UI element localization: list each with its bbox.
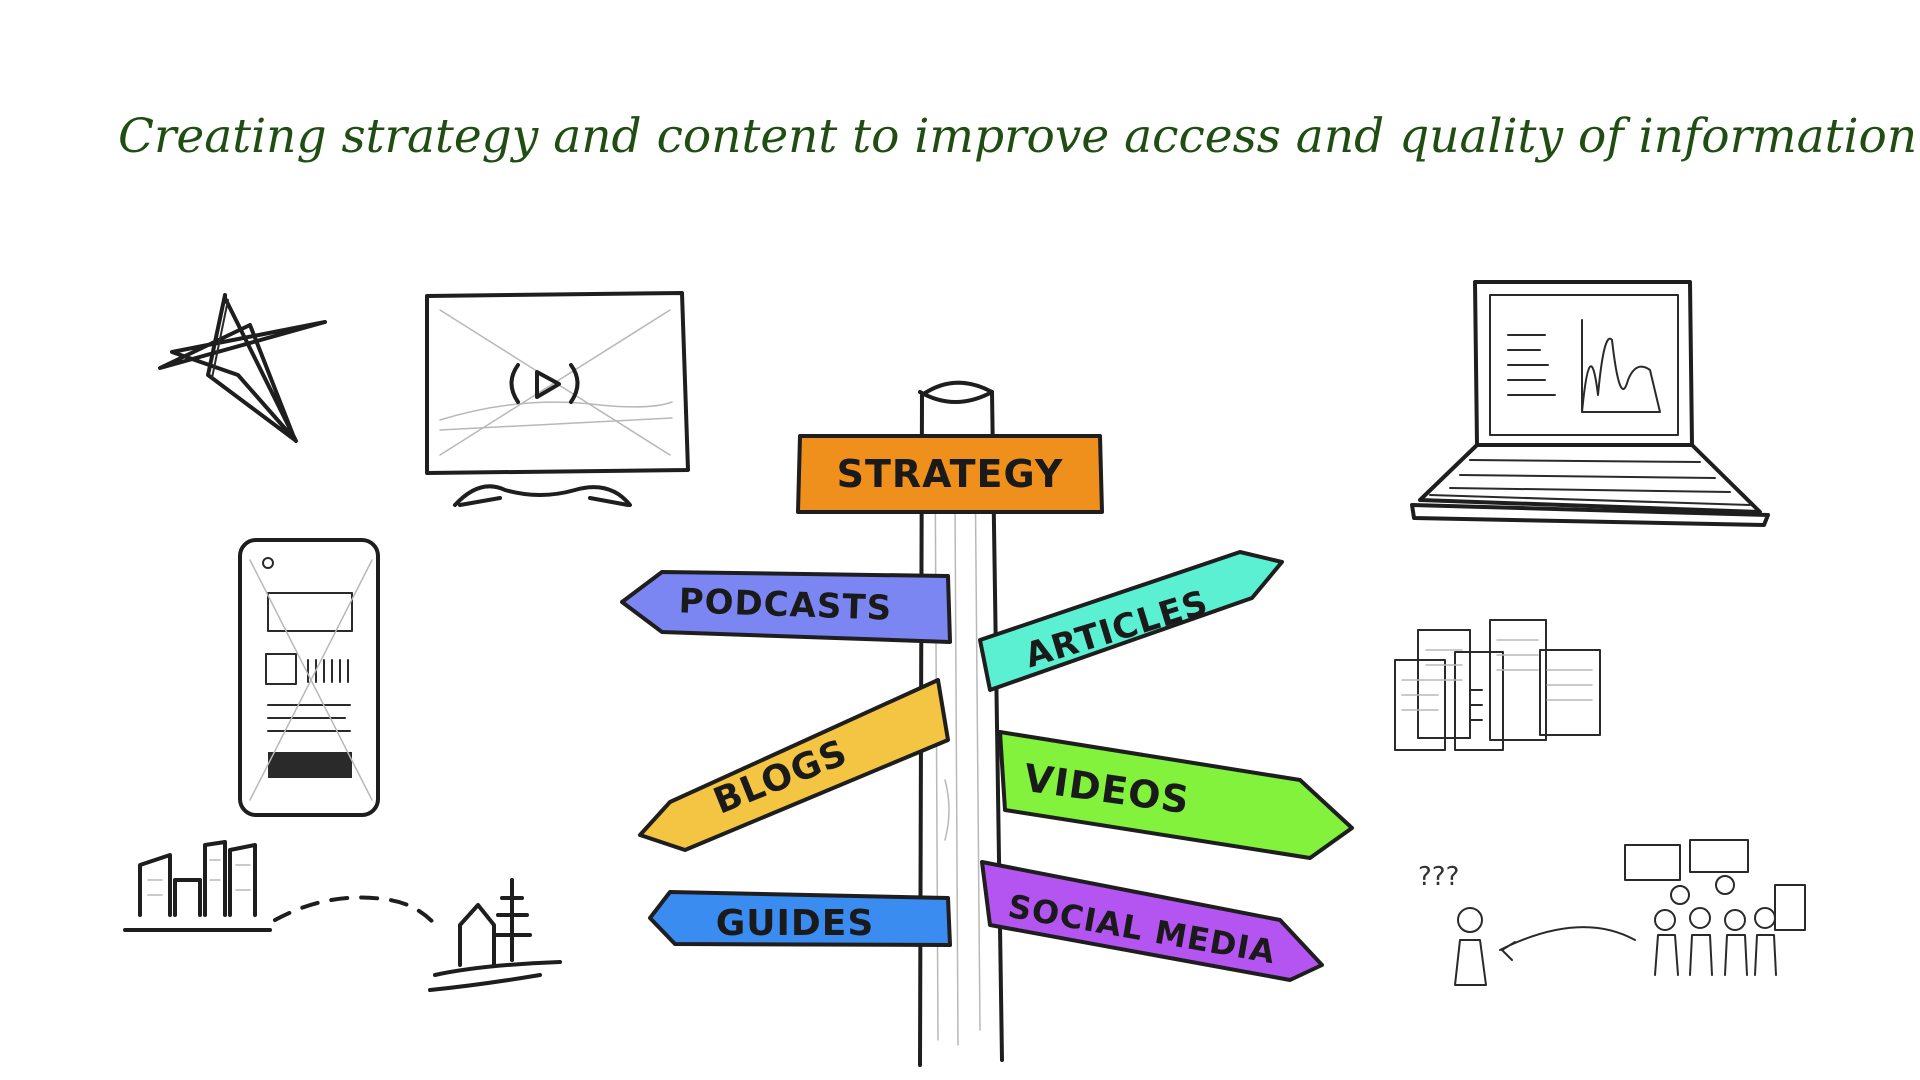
smartphone-icon xyxy=(238,538,380,817)
laptop-icon xyxy=(1410,280,1770,527)
sign-strategy: STRATEGY xyxy=(796,434,1104,514)
sign-podcasts-label: PODCASTS xyxy=(678,581,893,628)
sign-social-media: SOCIAL MEDIA xyxy=(980,860,1324,982)
sign-videos: VIDEOS xyxy=(998,730,1354,860)
headline: Creating strategy and content to improve… xyxy=(118,109,1920,164)
confused-person-icon: ??? xyxy=(1418,862,1636,986)
city-to-town-icon xyxy=(123,840,562,992)
sign-podcasts: PODCASTS xyxy=(620,570,952,644)
monitor-play-icon xyxy=(425,291,690,507)
sign-blogs: BLOGS xyxy=(638,678,950,852)
group-discussion-icon xyxy=(1624,839,1806,976)
sign-articles: ARTICLES xyxy=(978,550,1284,692)
sign-strategy-label: STRATEGY xyxy=(837,452,1064,496)
sign-guides: GUIDES xyxy=(648,890,952,947)
sign-guides-label: GUIDES xyxy=(716,903,875,944)
documents-icon xyxy=(1394,619,1601,751)
question-marks: ??? xyxy=(1418,862,1459,892)
star-icon xyxy=(158,293,327,443)
